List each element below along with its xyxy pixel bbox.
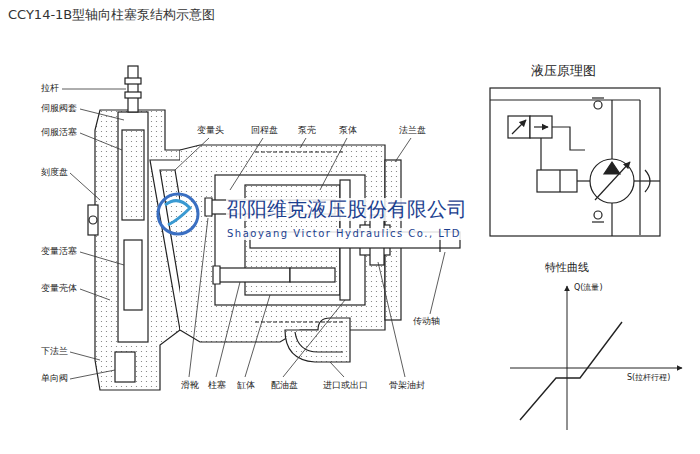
part-name: 下法兰 — [40, 346, 69, 356]
part-name: 泵体 — [338, 125, 358, 135]
part-name: 进口或出口 — [322, 380, 369, 390]
part-name: 缸体 — [236, 380, 256, 390]
watermark: Shaoyang Victor Hydraulics Co., LTD — [226, 228, 462, 240]
part-name: 变量活塞 — [40, 246, 78, 256]
diagram-title: CCY14-1B型轴向柱塞泵结构示意图 — [8, 8, 215, 23]
part-name: 配油盘 — [270, 380, 299, 390]
part-name: 骨架油封 — [388, 380, 426, 390]
part-name: 滑靴 — [180, 380, 200, 390]
part-name: 单向阀 — [40, 373, 69, 383]
part-name: 变量壳体 — [40, 283, 78, 293]
section-heading: 液压原理图 — [530, 64, 597, 79]
part-name: 刻度盘 — [40, 167, 69, 177]
axis-label: S(拉杆行程) — [626, 373, 671, 382]
part-name: 变量头 — [196, 125, 225, 135]
axis-label: Q(流量) — [573, 283, 604, 292]
characteristic-curve — [510, 286, 682, 430]
part-name: 柱塞 — [207, 380, 227, 390]
part-name: 伺服活塞 — [40, 127, 78, 137]
part-name: 泵壳 — [297, 125, 317, 135]
section-heading: 特性曲线 — [544, 262, 590, 275]
hydraulic-schematic — [490, 88, 660, 236]
part-name: 法兰盘 — [398, 125, 427, 135]
watermark: 邵阳维克液压股份有限公司 — [226, 198, 468, 221]
part-name: 回程盘 — [250, 125, 279, 135]
part-name: 伺服阀套 — [40, 103, 78, 113]
part-name: 传动轴 — [412, 316, 441, 326]
part-name: 拉杆 — [40, 83, 60, 93]
logo — [158, 194, 198, 234]
